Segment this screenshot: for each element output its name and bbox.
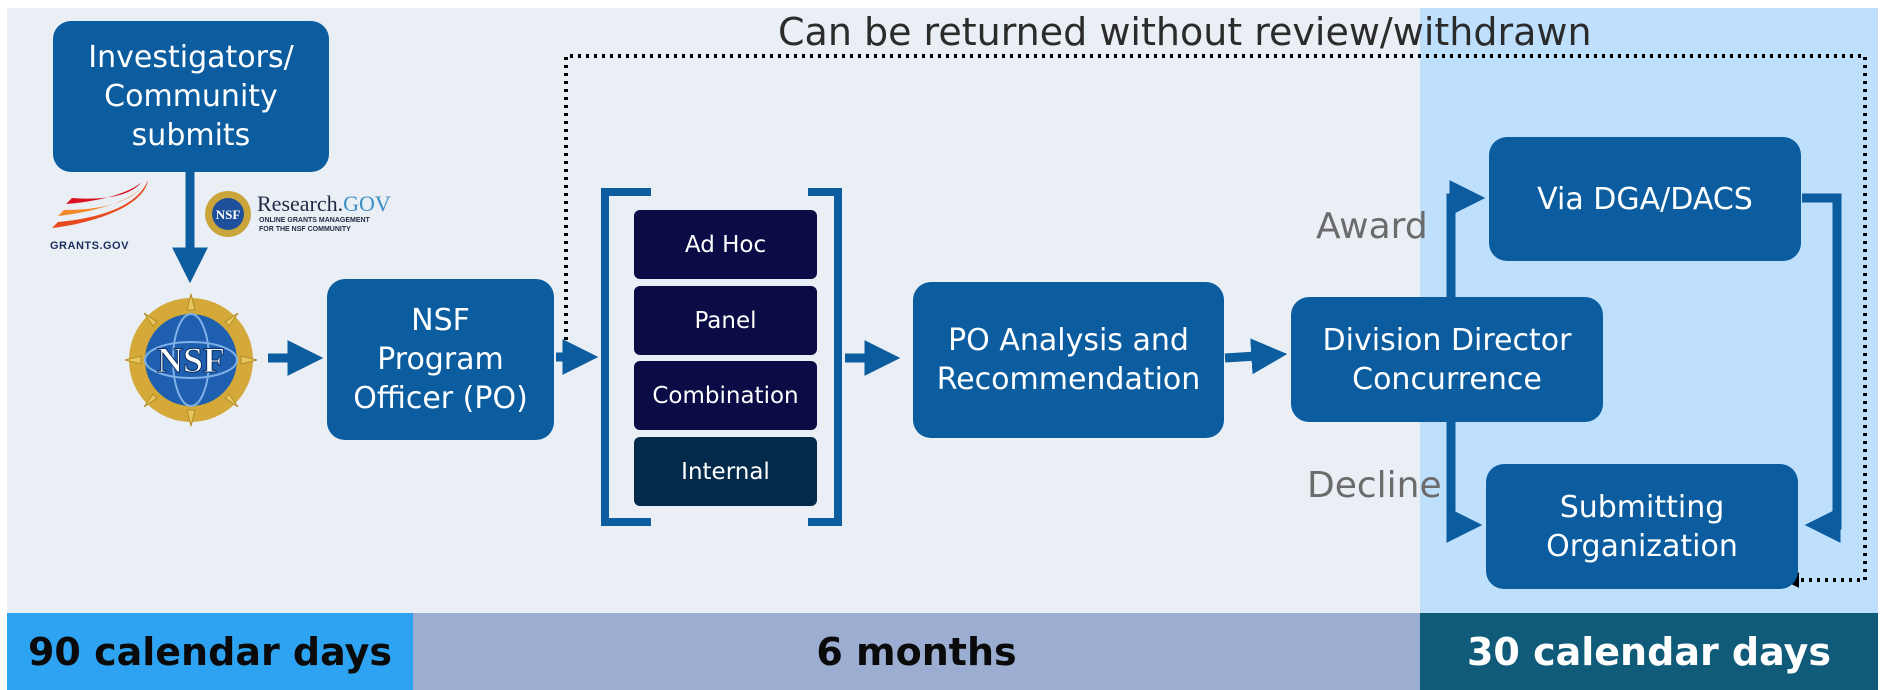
submitting-organization-box: Submitting Organization <box>1486 464 1798 589</box>
grants-gov-wordmark: GRANTS.GOV <box>50 240 129 252</box>
review-bracket-right <box>808 188 842 526</box>
review-type-panel: Panel <box>634 286 817 355</box>
division-director-box: Division Director Concurrence <box>1291 297 1603 422</box>
timeline-segment-30-days: 30 calendar days <box>1420 613 1878 690</box>
arrow-analysis-to-director <box>1224 338 1288 375</box>
timeline-segment-90-days: 90 calendar days <box>7 613 413 690</box>
research-gov-suffix: GOV <box>343 191 391 216</box>
po-analysis-box: PO Analysis and Recommendation <box>913 282 1224 438</box>
timeline-segment-6-months: 6 months <box>413 613 1420 690</box>
return-path-label: Can be returned without review/withdrawn <box>778 10 1592 54</box>
review-type-internal: Internal <box>634 437 817 506</box>
research-gov-wordmark-text: Research. <box>257 191 344 216</box>
award-label: Award <box>1316 206 1428 247</box>
nsf-seal-icon: NSF <box>124 293 258 427</box>
research-gov-tagline-1: ONLINE GRANTS MANAGEMENT <box>259 217 370 224</box>
review-type-combination: Combination <box>634 361 817 430</box>
research-gov-seal-icon: NSF <box>205 191 251 237</box>
research-gov-tagline-2: FOR THE NSF COMMUNITY <box>259 226 351 233</box>
investigators-box: Investigators/ Community submits <box>53 21 329 172</box>
review-type-ad-hoc: Ad Hoc <box>634 210 817 279</box>
review-bracket-left <box>601 188 651 526</box>
research-gov-wordmark: Research.GOV <box>257 191 391 217</box>
dga-dacs-box: Via DGA/DACS <box>1489 137 1801 261</box>
nsf-seal-text: NSF <box>157 340 225 380</box>
grants-gov-swoosh-icon <box>52 180 148 228</box>
decline-label: Decline <box>1307 465 1442 506</box>
research-gov-seal-text: NSF <box>216 207 241 222</box>
grants-gov-logo: GRANTS.GOV <box>48 180 158 254</box>
program-officer-box: NSF Program Officer (PO) <box>327 279 554 440</box>
arrow-award <box>1446 180 1486 297</box>
arrow-decline <box>1446 422 1483 543</box>
research-gov-logo: NSF Research.GOV ONLINE GRANTS MANAGEMEN… <box>203 187 403 243</box>
arrow-dga-to-org <box>1802 193 1842 543</box>
